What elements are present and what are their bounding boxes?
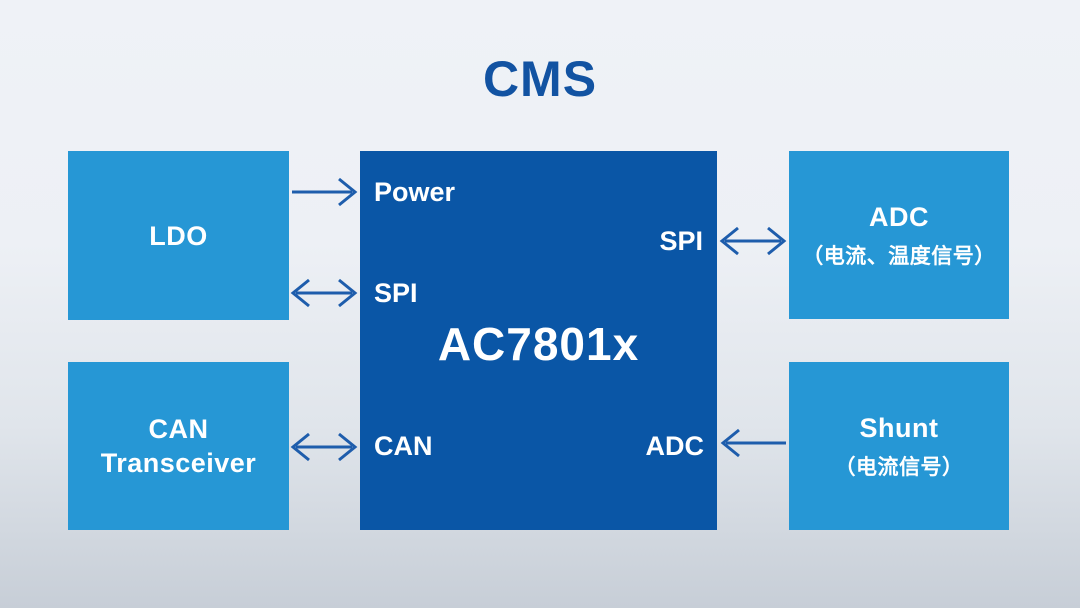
chip-port-spi-right: SPI bbox=[659, 226, 703, 256]
chip-name: AC7801x bbox=[437, 318, 640, 370]
arrow-can-transceiver-can bbox=[290, 432, 358, 462]
arrow-spi-adc bbox=[719, 226, 787, 256]
block-shunt: Shunt （电流信号） bbox=[789, 362, 1009, 530]
arrow-ldo-to-power bbox=[292, 177, 358, 207]
chip-port-can: CAN bbox=[374, 431, 433, 461]
block-adc-sublabel: （电流、温度信号） bbox=[802, 245, 996, 268]
chip-port-adc: ADC bbox=[645, 431, 705, 461]
block-adc-label: ADC bbox=[869, 202, 929, 232]
chip-port-power: Power bbox=[374, 177, 456, 207]
block-shunt-sublabel: （电流信号） bbox=[834, 456, 964, 479]
block-ldo-label: LDO bbox=[149, 220, 208, 251]
block-chip-ac7801x: Power SPI SPI AC7801x CAN ADC bbox=[360, 151, 717, 530]
block-shunt-label: Shunt bbox=[859, 413, 939, 443]
arrow-ldo-spi bbox=[290, 278, 358, 308]
block-adc: ADC （电流、温度信号） bbox=[789, 151, 1009, 319]
arrow-shunt-to-adc bbox=[720, 428, 786, 458]
block-can-transceiver-label-line1: CAN bbox=[148, 414, 209, 444]
chip-port-spi-left: SPI bbox=[374, 278, 418, 308]
block-ldo: LDO bbox=[68, 151, 289, 320]
page-title: CMS bbox=[482, 51, 598, 107]
block-can-transceiver: CAN Transceiver bbox=[68, 362, 289, 530]
block-can-transceiver-label-line2: Transceiver bbox=[100, 448, 257, 478]
